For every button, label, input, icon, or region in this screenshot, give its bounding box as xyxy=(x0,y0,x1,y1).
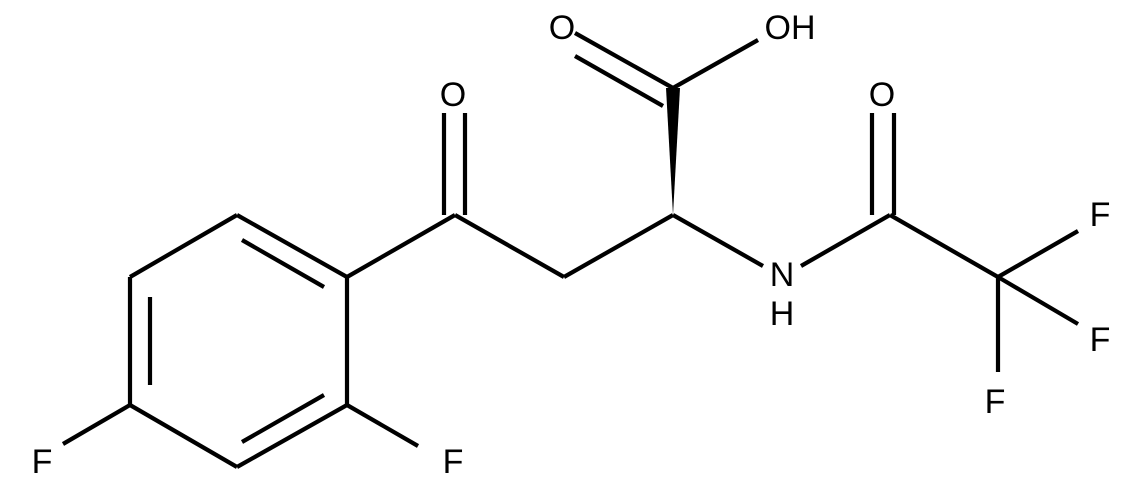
stereo-wedge-bond xyxy=(666,88,680,215)
ring-bond xyxy=(235,403,349,469)
atom-n: N xyxy=(770,256,795,294)
atom-f-cf3-top: F xyxy=(1090,196,1111,234)
acid-double-bond xyxy=(573,31,675,90)
ring-inner-double-bond xyxy=(240,238,326,289)
ring-bond xyxy=(128,403,239,469)
bond-to-f-ortho xyxy=(345,403,420,448)
benzene-ring xyxy=(127,213,350,469)
atom-o-ketone: O xyxy=(440,76,466,114)
bond-carbonyl-to-cf3 xyxy=(888,213,1000,279)
bond-cf3-f-top xyxy=(996,229,1080,279)
atom-f-cf3-bottom: F xyxy=(985,383,1006,421)
acid-double-bond xyxy=(573,54,665,108)
atom-oh: OH xyxy=(765,9,816,47)
ring-bond xyxy=(128,213,239,279)
bond-to-oh xyxy=(671,38,760,90)
atom-o-amide: O xyxy=(869,76,895,114)
bond-ketone-to-ch2 xyxy=(453,213,566,279)
bond-to-f-para xyxy=(61,403,132,446)
atom-o-acid: O xyxy=(549,9,575,47)
bond-cf3-f-right xyxy=(996,275,1080,326)
atom-h-amine: H xyxy=(770,295,795,333)
atom-f-para: F xyxy=(32,443,53,481)
ring-inner-double-bond xyxy=(240,393,326,444)
bond-alpha-to-n xyxy=(671,213,765,268)
atom-f-cf3-right: F xyxy=(1090,321,1111,359)
bond-ch2-to-alpha xyxy=(562,213,675,279)
bond-n-to-carbonyl xyxy=(799,213,892,268)
atom-f-ortho: F xyxy=(443,443,464,481)
bond-ring-to-ketone xyxy=(345,213,457,279)
ring-bond xyxy=(235,213,349,279)
